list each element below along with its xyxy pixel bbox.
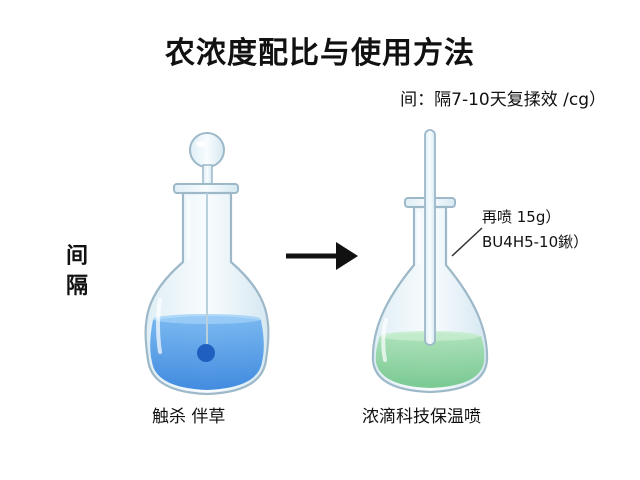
side-label: 间 隔 xyxy=(66,242,100,302)
right-flask-annotation-1: 再喷 15g） xyxy=(482,208,561,226)
annotation-leader-line xyxy=(451,227,483,257)
right-flask-caption: 浓滴科技保温喷 xyxy=(362,407,481,427)
interval-note: 间：隔7-10天复揉效 /cg） xyxy=(400,90,606,110)
page-title: 农浓度配比与使用方法 xyxy=(165,36,475,71)
right-flask-annotation-2: BU4H5-10鍬） xyxy=(482,233,589,251)
side-label-char-2: 隔 xyxy=(66,274,89,299)
left-flask-dot xyxy=(197,344,215,362)
side-label-char-1: 间 xyxy=(66,244,89,269)
right-arrow-icon xyxy=(286,242,358,270)
right-flask xyxy=(371,129,489,394)
right-flask-liquid xyxy=(375,333,485,388)
flask-stopper xyxy=(189,132,225,186)
left-flask xyxy=(144,132,270,396)
left-flask-caption: 触杀 伴草 xyxy=(152,407,226,427)
pipette-tube xyxy=(424,129,436,346)
